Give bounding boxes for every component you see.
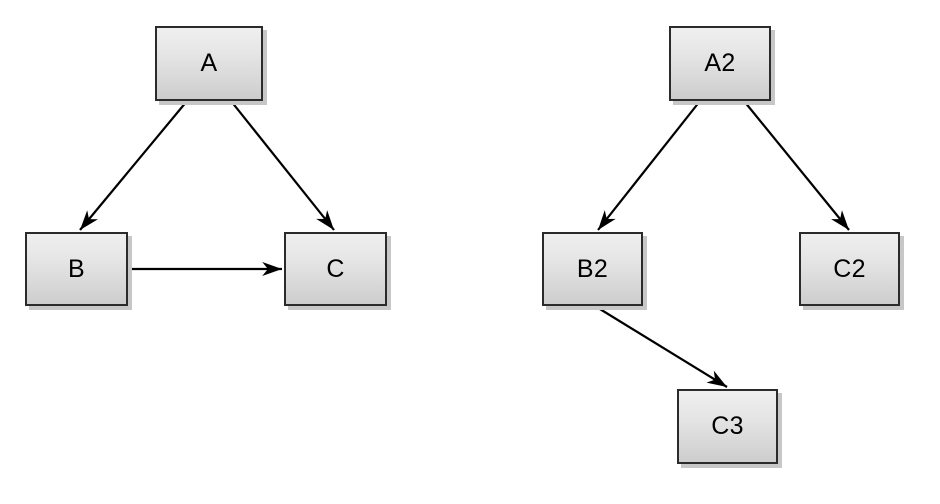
node-b[interactable]: B [25,232,128,306]
edge-a2-to-c2 [743,100,850,231]
edges-group [79,100,850,388]
node-c3[interactable]: C3 [677,389,778,464]
node-c2[interactable]: C2 [799,232,900,306]
node-label-a2: A2 [704,49,736,77]
node-b2[interactable]: B2 [542,232,643,306]
edge-a-to-b [79,100,188,231]
edge-b2-to-c3 [594,305,728,388]
edge-a2-to-b2 [597,100,701,231]
node-label-c2: C2 [833,254,866,283]
node-label-a: A [200,49,218,77]
edge-a-to-c [230,100,335,231]
node-label-c3: C3 [711,412,744,440]
node-a2[interactable]: A2 [669,26,771,101]
node-label-b2: B2 [576,254,609,283]
node-label-b: B [68,254,85,283]
node-c[interactable]: C [284,232,387,306]
node-label-c: C [326,254,345,283]
node-a[interactable]: A [155,26,263,101]
